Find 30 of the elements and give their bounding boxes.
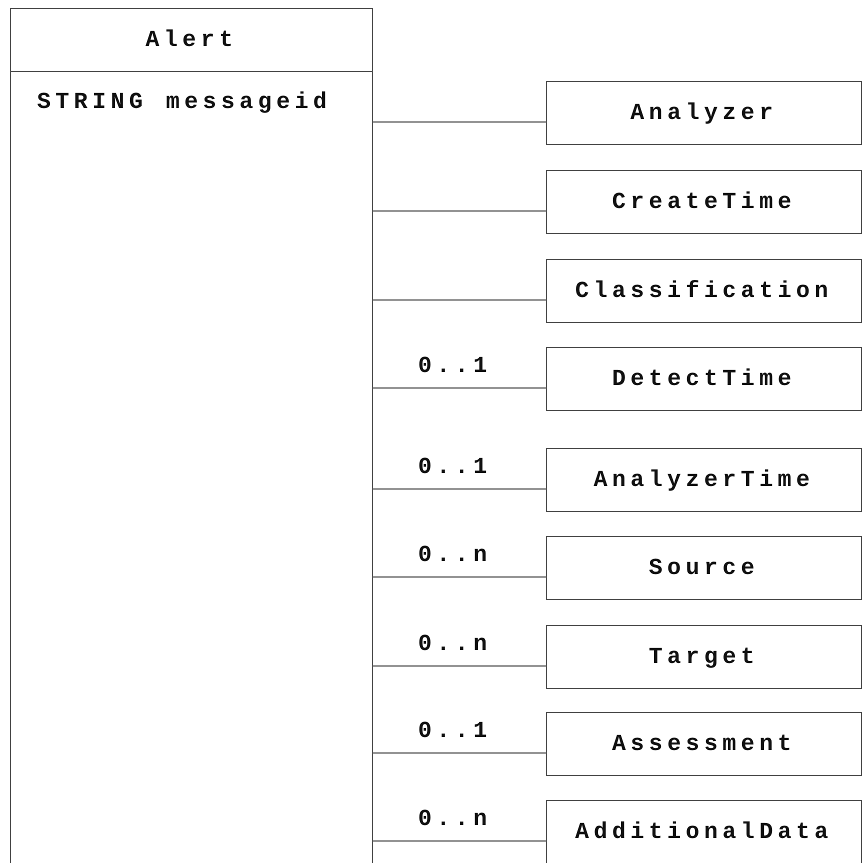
class-box <box>546 536 862 600</box>
class-name: Analyzer <box>629 100 779 126</box>
class-name: Source <box>648 555 760 581</box>
class-name: AdditionalData <box>574 819 834 845</box>
class-name: DetectTime <box>610 366 798 392</box>
class-box <box>546 448 862 512</box>
class-name: CreateTime <box>610 189 798 215</box>
association-line <box>373 121 546 123</box>
class-name: AnalyzerTime <box>592 467 816 493</box>
class-box <box>546 259 862 323</box>
association-line <box>373 576 546 578</box>
association-line <box>373 210 546 212</box>
class-name: Classification <box>574 278 834 304</box>
class-box <box>546 625 862 689</box>
class-box <box>10 8 373 863</box>
class-box <box>546 347 862 411</box>
association-line <box>373 488 546 490</box>
class-box <box>546 81 862 145</box>
class-name: Target <box>648 644 760 670</box>
association-line <box>373 752 546 754</box>
association-line <box>373 840 546 842</box>
class-name: Assessment <box>610 731 798 757</box>
attribute-text: STRING messageid <box>37 89 332 115</box>
class-box <box>546 712 862 776</box>
association-line <box>373 387 546 389</box>
class-box <box>546 170 862 234</box>
association-line <box>373 665 546 667</box>
class-box <box>546 800 862 863</box>
class-name: Alert <box>144 27 238 53</box>
association-line <box>373 299 546 301</box>
